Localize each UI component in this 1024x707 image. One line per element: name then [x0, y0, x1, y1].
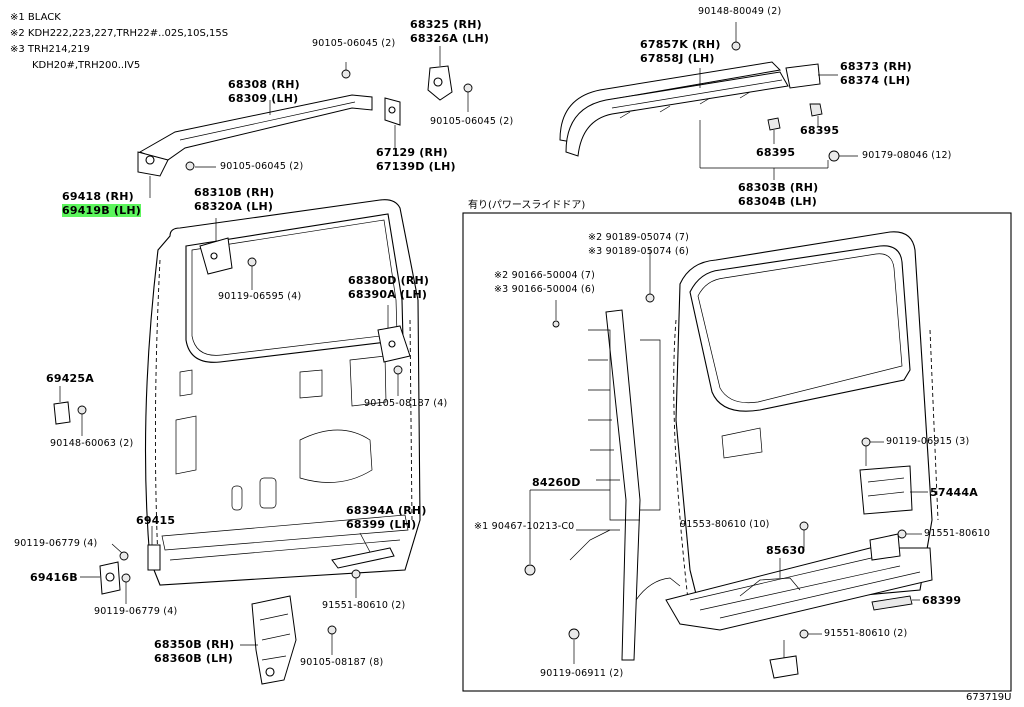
part-label-90119-06915[interactable]: 90119-06915 (3)	[886, 436, 970, 447]
part-label-91551-80610-b[interactable]: 91551-80610	[924, 528, 991, 539]
part-label-68395-b[interactable]: 68395	[756, 146, 796, 159]
part-label-69425A[interactable]: 69425A	[46, 372, 94, 385]
part-label-90179-08046[interactable]: 90179-08046 (12)	[862, 150, 952, 161]
part-label-91551-80610-a[interactable]: 91551-80610 (2)	[322, 600, 406, 611]
part-label-90105-06045-b[interactable]: 90105-06045 (2)	[430, 116, 514, 127]
left-small-parts-drawing	[53, 386, 161, 604]
diagram-code: 673719U	[966, 692, 1012, 703]
part-label-68380D[interactable]: 68380D (RH)	[348, 274, 430, 287]
part-label-90119-06595[interactable]: 90119-06595 (4)	[218, 291, 302, 302]
inset-title: 有り(パワースライドドア)	[468, 200, 586, 211]
part-label-68395-a[interactable]: 68395	[800, 124, 840, 137]
note-3b: KDH20#,TRH200..IV5	[32, 60, 141, 71]
lower-arm-drawing	[240, 532, 395, 685]
part-label-90166-50004-3[interactable]: ※3 90166-50004 (6)	[494, 284, 595, 295]
part-label-90148-60063[interactable]: 90148-60063 (2)	[50, 438, 134, 449]
part-label-68320A[interactable]: 68320A (LH)	[194, 200, 274, 213]
inset-harness-drawing	[524, 250, 681, 664]
part-label-69419B[interactable]: 69419B (LH)	[62, 204, 141, 217]
part-label-90105-08187-a[interactable]: 90105-08187 (4)	[364, 398, 448, 409]
part-label-90166-50004-2[interactable]: ※2 90166-50004 (7)	[494, 270, 595, 281]
part-label-68309[interactable]: 68309 (LH)	[228, 92, 299, 105]
part-label-90189-05074-2[interactable]: ※2 90189-05074 (7)	[588, 232, 689, 243]
part-label-67857K[interactable]: 67857K (RH)	[640, 38, 721, 51]
part-label-68390A[interactable]: 68390A (LH)	[348, 288, 428, 301]
part-label-84260D[interactable]: 84260D	[532, 476, 581, 489]
part-label-91551-80610-c[interactable]: 91551-80610 (2)	[824, 628, 908, 639]
inset-tray-drawing	[665, 437, 933, 679]
upper-rail-drawing	[137, 94, 401, 177]
part-label-85630[interactable]: 85630	[766, 544, 806, 557]
part-label-90189-05074-3[interactable]: ※3 90189-05074 (6)	[588, 246, 689, 257]
roller-68325-drawing	[185, 65, 473, 171]
part-label-90119-06779-b[interactable]: 90119-06779 (4)	[94, 606, 178, 617]
part-label-57444A[interactable]: 57444A	[930, 486, 978, 499]
part-label-68350B[interactable]: 68350B (RH)	[154, 638, 235, 651]
part-label-67129[interactable]: 67129 (RH)	[376, 146, 448, 159]
part-label-90119-06779-a[interactable]: 90119-06779 (4)	[14, 538, 98, 549]
part-label-90105-06045-c[interactable]: 90105-06045 (2)	[220, 161, 304, 172]
inset-frame	[462, 212, 1012, 692]
part-label-67139D[interactable]: 67139D (LH)	[376, 160, 456, 173]
part-label-68399-a[interactable]: 68399 (LH)	[346, 518, 417, 531]
part-label-90105-08187-b[interactable]: 90105-08187 (8)	[300, 657, 384, 668]
left-door-drawing	[144, 199, 421, 586]
part-label-68325[interactable]: 68325 (RH)	[410, 18, 482, 31]
part-label-68373[interactable]: 68373 (RH)	[840, 60, 912, 73]
part-label-68310B[interactable]: 68310B (RH)	[194, 186, 275, 199]
part-label-68308[interactable]: 68308 (RH)	[228, 78, 300, 91]
part-label-68399-b[interactable]: 68399	[922, 594, 962, 607]
part-label-67858J[interactable]: 67858J (LH)	[640, 52, 715, 65]
part-label-69416B[interactable]: 69416B	[30, 571, 78, 584]
part-label-91553-80610[interactable]: 91553-80610 (10)	[680, 519, 770, 530]
part-label-69415[interactable]: 69415	[136, 514, 176, 527]
part-label-68326A[interactable]: 68326A (LH)	[410, 32, 490, 45]
part-label-68304B[interactable]: 68304B (LH)	[738, 195, 817, 208]
part-label-68394A[interactable]: 68394A (RH)	[346, 504, 427, 517]
garnish-rail-drawing	[559, 22, 858, 180]
part-label-68374[interactable]: 68374 (LH)	[840, 74, 911, 87]
part-label-90119-06911[interactable]: 90119-06911 (2)	[540, 668, 624, 679]
part-label-68303B[interactable]: 68303B (RH)	[738, 181, 819, 194]
note-2: ※2 KDH222,223,227,TRH22#..02S,10S,15S	[10, 28, 229, 39]
part-label-90105-06045-a[interactable]: 90105-06045 (2)	[312, 38, 396, 49]
part-label-90148-80049[interactable]: 90148-80049 (2)	[698, 6, 782, 17]
door-brackets-drawing	[199, 237, 411, 396]
leader-lines-upper-left	[149, 46, 469, 244]
note-3: ※3 TRH214,219	[10, 44, 90, 55]
part-label-69418[interactable]: 69418 (RH)	[62, 190, 134, 203]
part-label-90467-10213[interactable]: ※1 90467-10213-C0	[474, 521, 575, 532]
part-label-68360B[interactable]: 68360B (LH)	[154, 652, 233, 665]
note-1: ※1 BLACK	[10, 12, 61, 23]
